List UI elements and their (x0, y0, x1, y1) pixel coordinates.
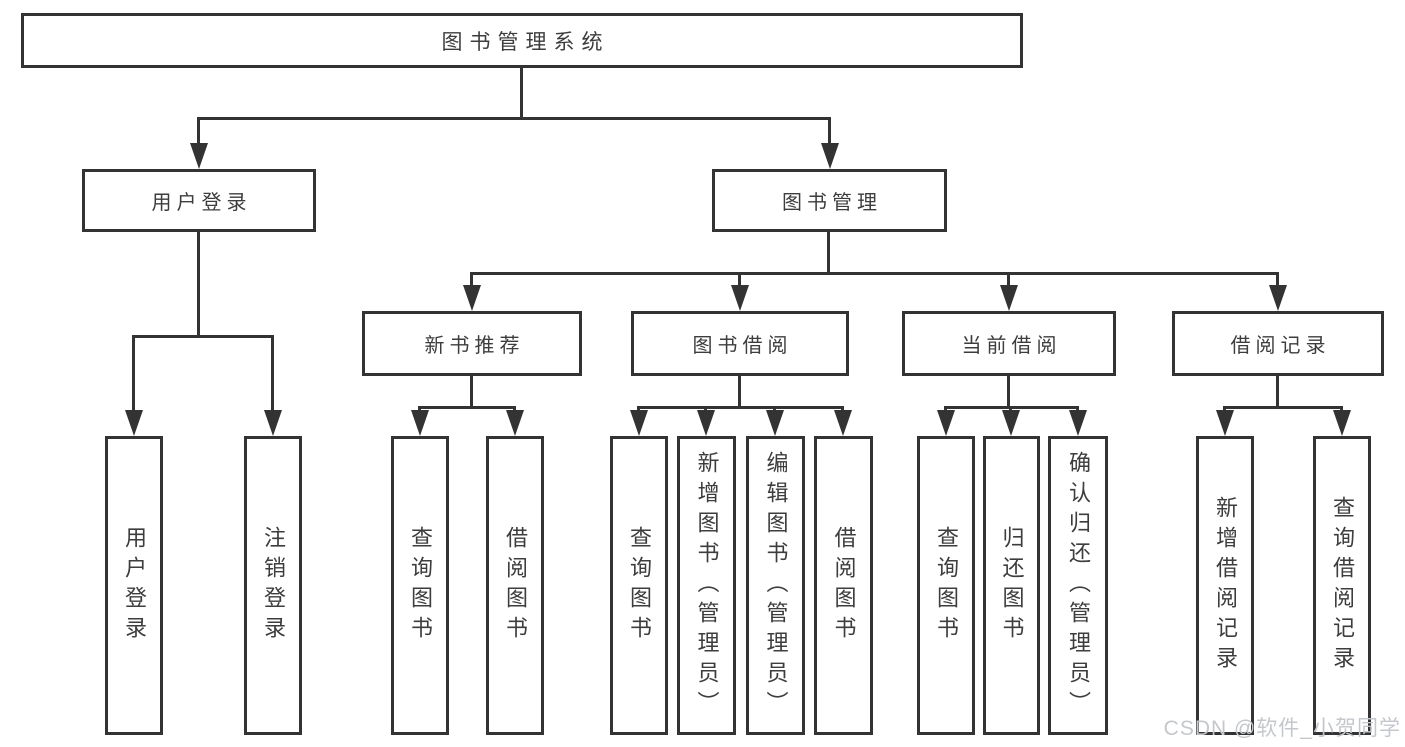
leaf-label: 用户登录 (122, 525, 147, 646)
connector-line (197, 117, 831, 120)
arrowhead-icon (1002, 410, 1020, 436)
leaf-logout-login: 注销登录 (244, 436, 302, 735)
arrowhead-icon (411, 410, 429, 436)
node-label: 图书管理系统 (441, 30, 610, 54)
connector-line (1007, 272, 1010, 287)
connector-line (637, 406, 844, 409)
connector-line (1223, 406, 1343, 409)
node-library-system: 图书管理系统 (21, 13, 1023, 68)
node-borrow-records: 借阅记录 (1172, 311, 1384, 376)
arrowhead-icon (630, 410, 648, 436)
leaf-query-books-current: 查询图书 (917, 436, 975, 735)
arrowhead-icon (1069, 410, 1087, 436)
arrowhead-icon (821, 143, 839, 169)
connector-line (520, 68, 523, 117)
node-label: 图书管理 (782, 192, 882, 214)
leaf-query-books-recommend: 查询图书 (391, 436, 449, 735)
leaf-label: 借阅图书 (831, 525, 857, 646)
csdn-watermark: CSDN @软件_小贺同学 (1163, 717, 1401, 740)
connector-line (418, 406, 516, 409)
connector-line (827, 232, 830, 272)
leaf-label: 注销登录 (261, 525, 286, 646)
leaf-confirm-return-admin: 确认归还（管理员） (1048, 436, 1108, 735)
connector-line (197, 232, 200, 335)
connector-line (132, 335, 274, 338)
arrowhead-icon (731, 285, 749, 311)
leaf-borrow-books: 借阅图书 (814, 436, 873, 735)
leaf-user-login: 用户登录 (105, 436, 163, 735)
node-book-management: 图书管理 (712, 169, 947, 232)
connector-line (197, 117, 200, 147)
leaf-borrow-books-recommend: 借阅图书 (486, 436, 544, 735)
node-label: 用户登录 (151, 192, 252, 214)
arrowhead-icon (697, 410, 715, 436)
node-new-book-recommend: 新书推荐 (362, 311, 582, 376)
arrowhead-icon (1269, 285, 1287, 311)
arrowhead-icon (190, 143, 208, 169)
node-label: 当前借阅 (961, 335, 1062, 357)
node-user-login: 用户登录 (82, 169, 316, 232)
arrowhead-icon (834, 410, 852, 436)
leaf-return-books: 归还图书 (983, 436, 1040, 735)
connector-line (1276, 376, 1279, 406)
leaf-label: 新增借阅记录 (1213, 495, 1238, 676)
connector-line (738, 272, 741, 287)
leaf-label: 编辑图书（管理员） (763, 450, 789, 721)
connector-line (1276, 272, 1279, 287)
leaf-query-borrow-record: 查询借阅记录 (1313, 436, 1371, 735)
connector-line (470, 272, 473, 287)
connector-line (738, 376, 741, 406)
leaf-label: 新增图书（管理员） (694, 450, 720, 721)
arrowhead-icon (937, 410, 955, 436)
leaf-add-borrow-record: 新增借阅记录 (1196, 436, 1254, 735)
connector-line (828, 117, 831, 147)
node-current-borrow: 当前借阅 (902, 311, 1116, 376)
leaf-label: 确认归还（管理员） (1066, 450, 1091, 721)
leaf-label: 查询图书 (408, 525, 433, 646)
arrowhead-icon (1216, 410, 1234, 436)
leaf-query-books-borrow: 查询图书 (610, 436, 668, 735)
arrowhead-icon (264, 410, 282, 436)
leaf-label: 借阅图书 (503, 525, 528, 646)
leaf-label: 查询图书 (627, 525, 652, 646)
arrowhead-icon (463, 285, 481, 311)
node-label: 新书推荐 (424, 335, 525, 357)
arrowhead-icon (125, 410, 143, 436)
leaf-label: 归还图书 (999, 525, 1025, 646)
leaf-label: 查询借阅记录 (1330, 495, 1355, 676)
arrowhead-icon (1333, 410, 1351, 436)
connector-line (470, 272, 1279, 275)
arrowhead-icon (766, 410, 784, 436)
connector-line (271, 335, 274, 412)
leaf-edit-books-admin: 编辑图书（管理员） (746, 436, 805, 735)
leaf-add-books-admin: 新增图书（管理员） (677, 436, 736, 735)
connector-line (470, 376, 473, 406)
node-label: 借阅记录 (1230, 335, 1331, 357)
arrowhead-icon (1000, 285, 1018, 311)
connector-line (132, 335, 135, 412)
arrowhead-icon (506, 410, 524, 436)
node-book-borrow: 图书借阅 (631, 311, 849, 376)
connector-line (1007, 376, 1010, 406)
leaf-label: 查询图书 (934, 525, 959, 646)
node-label: 图书借阅 (692, 335, 793, 357)
